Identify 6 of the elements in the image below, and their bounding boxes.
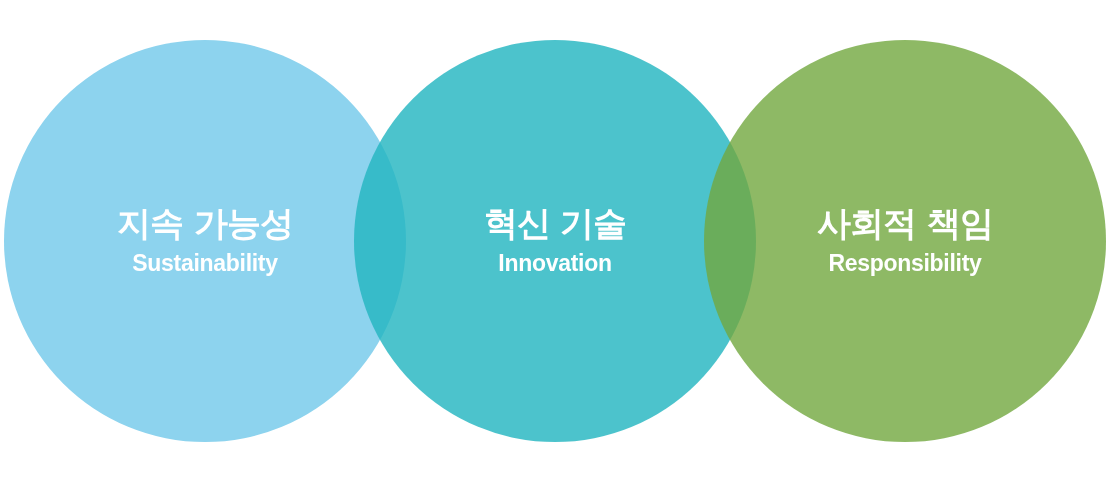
circle-subtitle: Sustainability (132, 249, 278, 277)
circle-title: 혁신 기술 (483, 203, 627, 244)
circle-subtitle: Innovation (498, 249, 612, 277)
circle-subtitle: Responsibility (828, 249, 982, 277)
circle-title: 지속 가능성 (117, 203, 293, 244)
circle-title: 사회적 책임 (817, 203, 993, 244)
